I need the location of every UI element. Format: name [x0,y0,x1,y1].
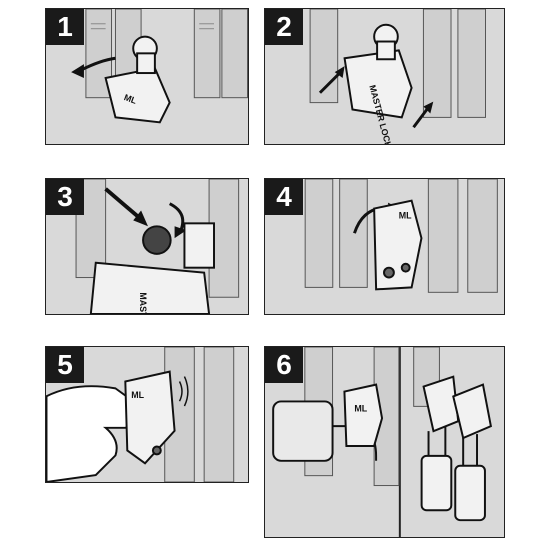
brand-name: MASTER LOCK [138,292,148,314]
step-number-badge: 6 [265,347,303,383]
step-panel-4: 4 ML [264,178,505,315]
breaker-lockout-device [124,370,176,465]
step-illustration-6: ML [272,347,493,537]
step-panel-1: 1 ML [45,8,249,145]
tightening-knob [142,225,172,255]
step-panel-3: 3 MASTER LOCK [45,178,249,315]
step-number-badge: 1 [46,9,84,45]
brand-logo: ML [123,92,139,106]
breaker-lockout-device [373,199,423,291]
breaker-lockout-device [89,222,215,314]
step-illustration-5: ML [46,347,235,482]
breaker-lockout-device [104,35,171,124]
step-panel-5: 5 ML [45,346,249,483]
brand-logo: ML [399,210,412,220]
step-number-badge: 2 [265,9,303,45]
step-panel-6: 6 ML [264,346,505,538]
step-number-badge: 5 [46,347,84,383]
brand-logo: ML [131,390,144,400]
step-illustration-1: ML [71,9,248,124]
step-number-badge: 3 [46,179,84,215]
step-illustration-2: MASTER LOCK [309,9,486,144]
brand-logo: ML [354,403,367,413]
padlock [272,400,378,462]
step-illustration-4: ML [304,179,498,293]
step-number-badge: 4 [265,179,303,215]
breaker-lockout-device [343,23,413,119]
step-panel-2: 2 MASTER LOCK [264,8,505,145]
breaker-lockout-device [343,383,384,447]
padlock [452,383,493,522]
